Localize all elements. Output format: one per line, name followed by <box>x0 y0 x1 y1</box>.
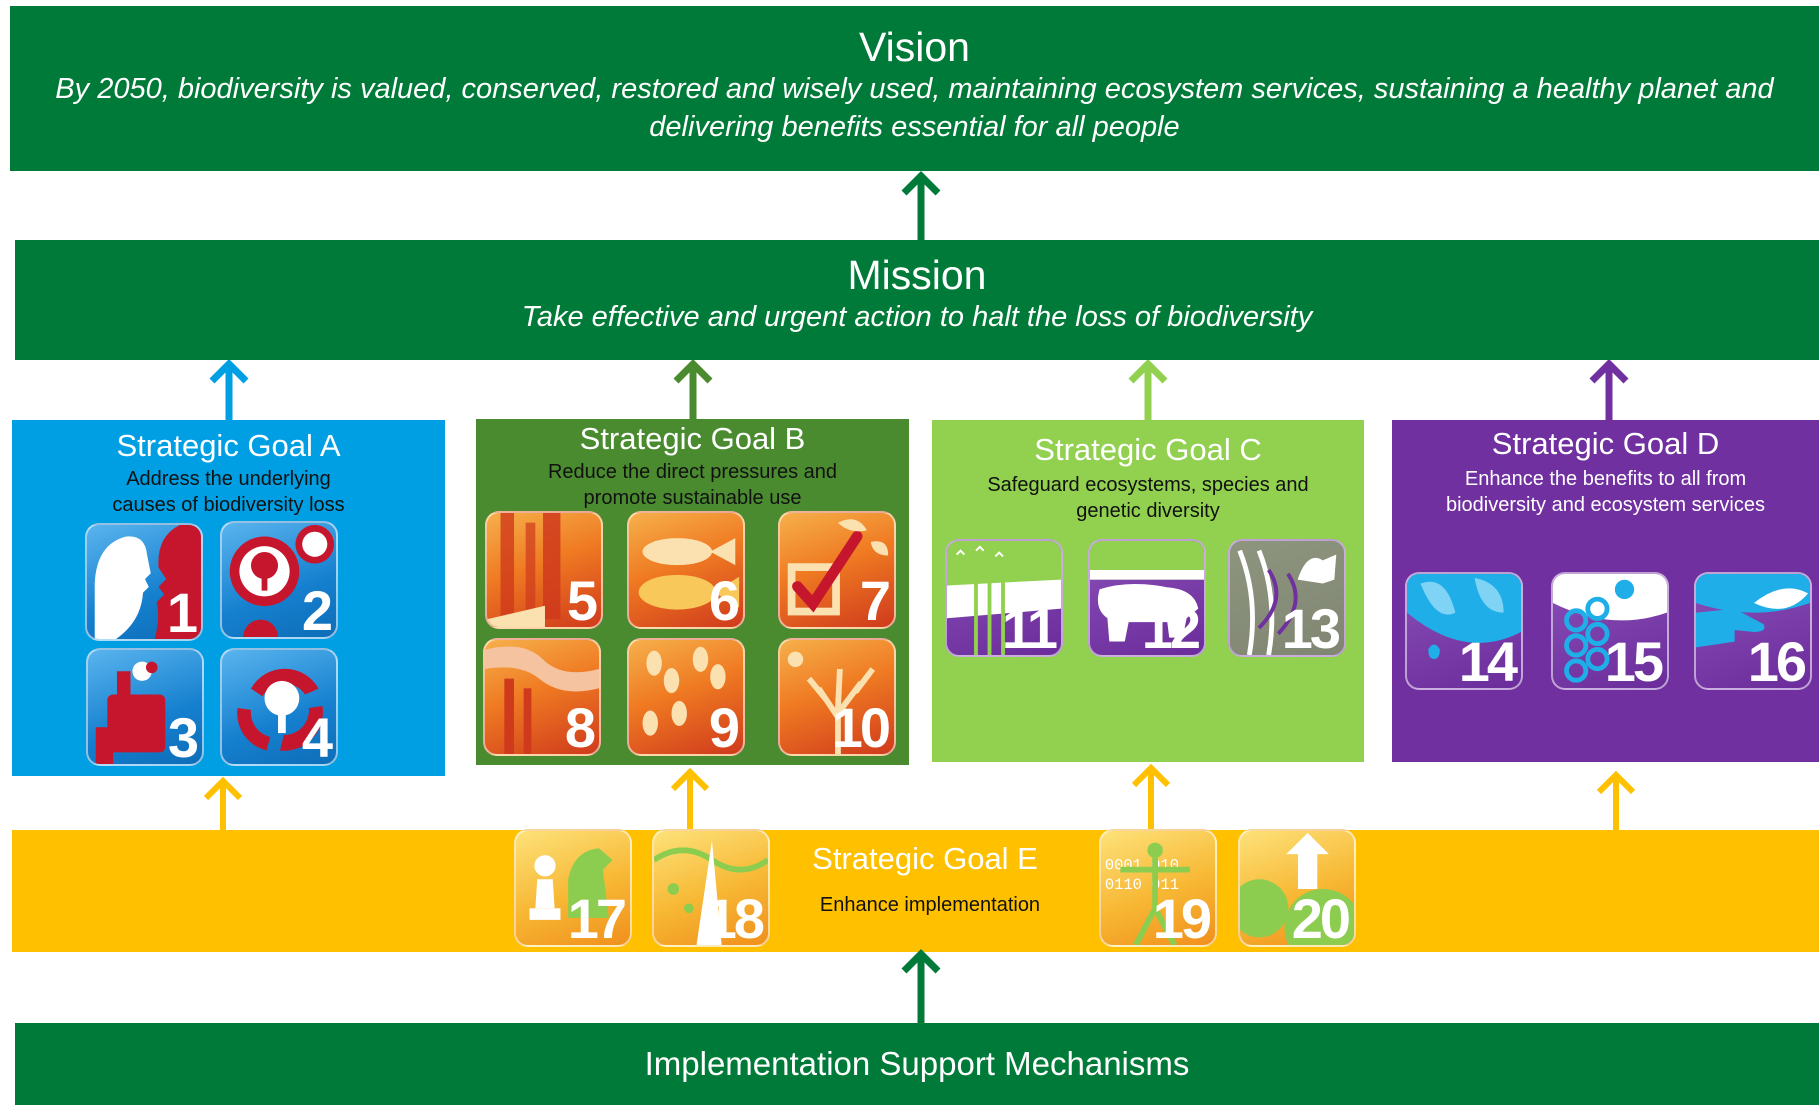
target-2-number: 2 <box>301 579 333 639</box>
target-7-number: 7 <box>859 569 891 629</box>
target-9-tile: 9 <box>627 638 745 756</box>
target-6-tile: 6 <box>627 511 745 629</box>
mission-banner: Mission Take effective and urgent action… <box>15 240 1819 360</box>
goal-d-title: Strategic Goal D <box>1491 426 1720 461</box>
target-12-number: 12 <box>1141 597 1201 657</box>
vision-title: Vision <box>859 24 970 70</box>
implementation-title: Implementation Support Mechanisms <box>644 1045 1190 1082</box>
financial-resources-icon <box>1240 832 1354 945</box>
genetic-diversity-icon <box>1230 541 1344 655</box>
target-2-tile: 2 <box>220 521 338 639</box>
vision-banner: Vision By 2050, biodiversity is valued, … <box>10 6 1819 171</box>
protected-area-icon <box>947 541 1061 655</box>
target-13-number: 13 <box>1281 597 1341 657</box>
target-6-number: 6 <box>708 569 740 629</box>
science-knowledge-icon: 0001 010 0110 011 <box>1105 842 1190 945</box>
traditional-knowledge-icon <box>654 840 768 945</box>
recycle-tree-icon <box>237 668 323 751</box>
target-20-number: 20 <box>1291 887 1351 947</box>
target-13-tile: 13 <box>1228 539 1346 657</box>
target-9-number: 9 <box>708 696 740 756</box>
goal-c-title: Strategic Goal C <box>1034 432 1262 467</box>
tractor-icon <box>95 661 166 764</box>
goal-b-title: Strategic Goal B <box>579 421 806 456</box>
target-14-tile: 14 <box>1405 572 1523 690</box>
goal-a-title: Strategic Goal A <box>116 428 341 463</box>
target-16-tile: 16 <box>1694 572 1812 690</box>
forest-habitat-icon <box>487 513 561 627</box>
target-5-tile: 5 <box>485 511 603 629</box>
fish-icon <box>638 538 740 610</box>
arrow-goal-c-to-mission <box>1128 359 1168 420</box>
pollution-icon <box>485 646 599 754</box>
target-1-number: 1 <box>166 581 198 641</box>
checkbox-plant-icon <box>787 519 889 616</box>
arrow-goal-b-to-mission <box>673 359 713 419</box>
bear-icon <box>1090 541 1204 642</box>
arrow-mission-to-vision <box>901 171 941 240</box>
chess-strategy-icon <box>529 848 613 920</box>
target-19-tile: 0001 010 0110 011 19 <box>1099 829 1217 947</box>
goal-c-desc: Safeguard ecosystems, species and geneti… <box>987 474 1309 522</box>
footprints-icon <box>642 646 726 736</box>
target-18-tile: 18 <box>652 829 770 947</box>
no-tree-icon <box>229 524 335 637</box>
target-10-tile: 10 <box>778 638 896 756</box>
target-15-number: 15 <box>1604 630 1664 690</box>
arrow-goal-d-to-mission <box>1589 359 1629 420</box>
target-18-number: 18 <box>705 887 765 947</box>
target-3-tile: 3 <box>86 648 204 766</box>
target-15-tile: 15 <box>1551 572 1669 690</box>
mission-title: Mission <box>847 252 987 298</box>
arrow-goal-a-to-mission <box>209 359 249 420</box>
target-14-number: 14 <box>1458 630 1518 690</box>
target-4-number: 4 <box>301 706 333 766</box>
target-11-tile: 11 <box>945 539 1063 657</box>
target-17-number: 17 <box>567 887 627 947</box>
target-8-number: 8 <box>564 696 596 756</box>
target-10-number: 10 <box>831 696 891 756</box>
target-4-tile: 4 <box>220 648 338 766</box>
goal-b-desc: Reduce the direct pressures and promote … <box>547 461 838 509</box>
target-17-tile: 17 <box>514 829 632 947</box>
arrow-implementation-to-goal-e <box>901 949 941 1028</box>
target-16-number: 16 <box>1747 630 1807 690</box>
strategic-goal-e <box>12 830 1819 952</box>
hand-leaf-icon <box>1696 574 1810 648</box>
goal-a-desc: Address the underlying causes of biodive… <box>112 468 345 516</box>
goal-d-desc: Enhance the benefits to all from biodive… <box>1445 468 1765 516</box>
target-3-number: 3 <box>167 706 199 766</box>
svg-text:0110 011: 0110 011 <box>1105 876 1179 894</box>
target-8-tile: 8 <box>483 638 601 756</box>
target-12-tile: 12 <box>1088 539 1206 657</box>
target-7-tile: 7 <box>778 511 896 629</box>
goal-e-title: Strategic Goal E <box>812 841 1038 876</box>
target-5-number: 5 <box>566 569 598 629</box>
restoration-network-icon <box>1553 574 1667 683</box>
face-profile-icon <box>94 525 201 639</box>
implementation-banner: Implementation Support Mechanisms <box>15 1023 1819 1105</box>
goal-e-desc: Enhance implementation <box>819 894 1041 916</box>
vision-text: By 2050, biodiversity is valued, conserv… <box>55 73 1774 143</box>
target-11-number: 11 <box>1001 597 1058 657</box>
mission-text: Take effective and urgent action to halt… <box>521 301 1313 333</box>
target-20-tile: 20 <box>1238 829 1356 947</box>
coral-icon <box>787 651 876 754</box>
leaf-water-drop-icon <box>1407 574 1521 660</box>
target-1-tile: 1 <box>85 523 203 641</box>
target-19-number: 19 <box>1152 887 1212 947</box>
